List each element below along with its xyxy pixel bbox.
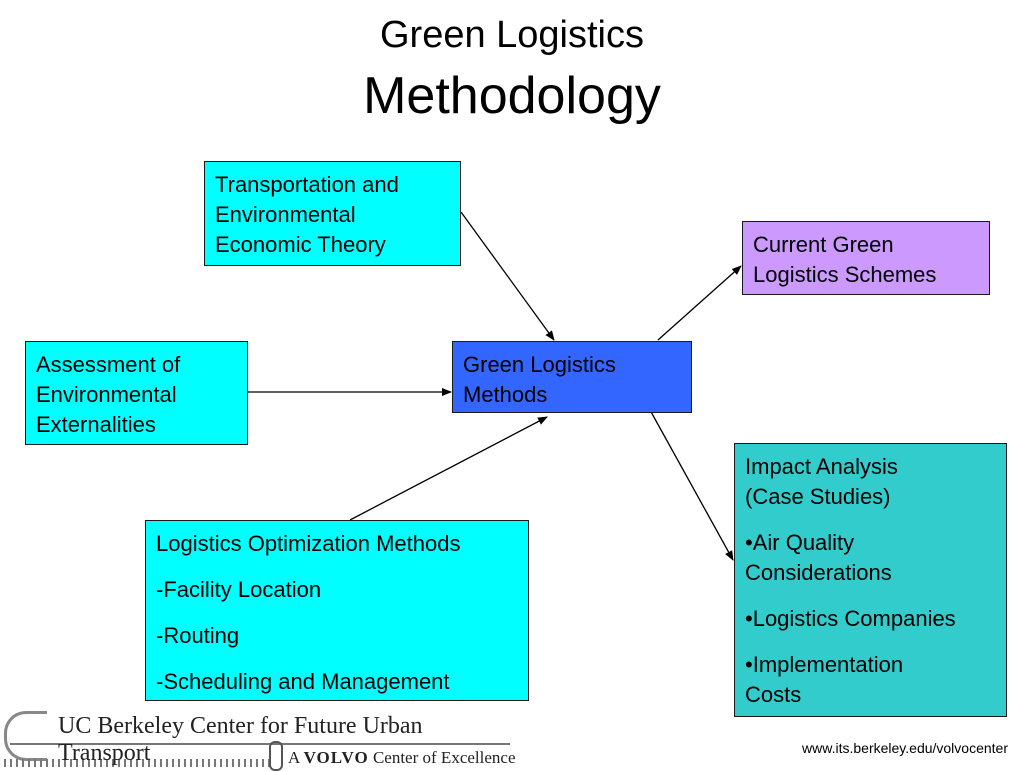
arrow-optimization-to-methods bbox=[349, 416, 548, 521]
optimization-methods-box: Logistics Optimization Methods -Facility… bbox=[145, 520, 529, 701]
transport-line-1: Transportation and bbox=[215, 172, 399, 197]
arrow-methods-to-impact bbox=[649, 409, 734, 561]
optimization-item-facility: -Facility Location bbox=[156, 577, 322, 602]
methods-line-1: Green Logistics bbox=[463, 352, 616, 377]
logo-main-text: UC Berkeley Center for Future Urban Tran… bbox=[58, 713, 423, 766]
methods-line-2: Methods bbox=[463, 382, 548, 407]
logo-brand: VOLVO bbox=[303, 748, 369, 767]
current-line-1: Current Green bbox=[753, 232, 894, 257]
assessment-line-1: Assessment of bbox=[36, 352, 181, 377]
optimization-heading: Logistics Optimization Methods bbox=[156, 531, 461, 556]
footer-url: www.its.berkeley.edu/volvocenter bbox=[802, 740, 1008, 756]
logo-tick-pattern bbox=[4, 759, 274, 767]
current-schemes-box: Current Green Logistics Schemes bbox=[742, 221, 990, 295]
impact-heading-line-2: (Case Studies) bbox=[745, 484, 891, 509]
assessment-line-3: Externalities bbox=[36, 412, 156, 437]
transport-theory-box: Transportation and Environmental Economi… bbox=[204, 161, 461, 266]
title-line-1: Green Logistics bbox=[379, 14, 644, 56]
impact-heading: Impact Analysis (Case Studies) bbox=[745, 452, 996, 512]
title-line-2: Methodology bbox=[363, 67, 661, 125]
impact-analysis-box: Impact Analysis (Case Studies) •Air Qual… bbox=[734, 443, 1007, 717]
impact-bullet-costs: •Implementation Costs bbox=[745, 650, 996, 710]
logo-suffix: Center of Excellence bbox=[372, 748, 516, 767]
impact-bullet-3-line-2: Costs bbox=[745, 682, 802, 707]
impact-bullet-3-line-1: •Implementation bbox=[745, 652, 904, 677]
optimization-item-scheduling: -Scheduling and Management bbox=[156, 669, 450, 694]
logo-prefix: A bbox=[288, 748, 300, 767]
optimization-item-routing: -Routing bbox=[156, 623, 240, 648]
logo-subtitle: A VOLVO Center of Excellence bbox=[288, 748, 516, 768]
transport-line-2: Environmental bbox=[215, 202, 356, 227]
assessment-line-2: Environmental bbox=[36, 382, 177, 407]
berkeley-volvo-logo: UC Berkeley Center for Future Urban Tran… bbox=[0, 703, 520, 771]
arrow-methods-to-current bbox=[657, 265, 742, 341]
green-logistics-methods-box: Green Logistics Methods bbox=[452, 341, 692, 413]
impact-bullet-companies: •Logistics Companies bbox=[745, 606, 956, 631]
assessment-box: Assessment of Environmental Externalitie… bbox=[25, 341, 248, 445]
impact-bullet-1-line-2: Considerations bbox=[745, 560, 892, 585]
impact-bullet-1-line-1: •Air Quality bbox=[745, 530, 855, 555]
logo-arc-graphic bbox=[4, 711, 47, 761]
impact-heading-line-1: Impact Analysis bbox=[745, 454, 898, 479]
arrow-transport-to-methods bbox=[460, 211, 555, 341]
logo-rule bbox=[10, 743, 510, 745]
transport-line-3: Economic Theory bbox=[215, 232, 386, 257]
current-line-2: Logistics Schemes bbox=[753, 262, 937, 287]
impact-bullet-air-quality: •Air Quality Considerations bbox=[745, 528, 996, 588]
